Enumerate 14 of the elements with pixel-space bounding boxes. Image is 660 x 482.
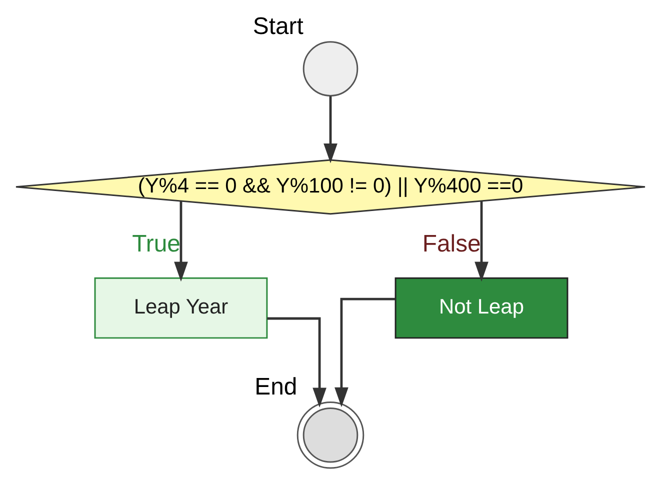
node-circle [302, 40, 358, 96]
node-label: End [254, 372, 297, 400]
node-box: Not Leap [394, 276, 568, 338]
node-label: Start [252, 12, 303, 40]
arrow [474, 200, 488, 282]
edge-label: True [132, 230, 180, 257]
node-diamond: (Y%4 == 0 && Y%100 != 0) || Y%400 ==0 [14, 158, 646, 214]
node-box: Leap Year [94, 276, 268, 338]
edge-label: False [422, 230, 480, 257]
arrow [323, 96, 337, 163]
arrow [266, 316, 326, 407]
node-circle [296, 400, 364, 468]
arrow [334, 297, 395, 407]
arrow [174, 200, 188, 282]
